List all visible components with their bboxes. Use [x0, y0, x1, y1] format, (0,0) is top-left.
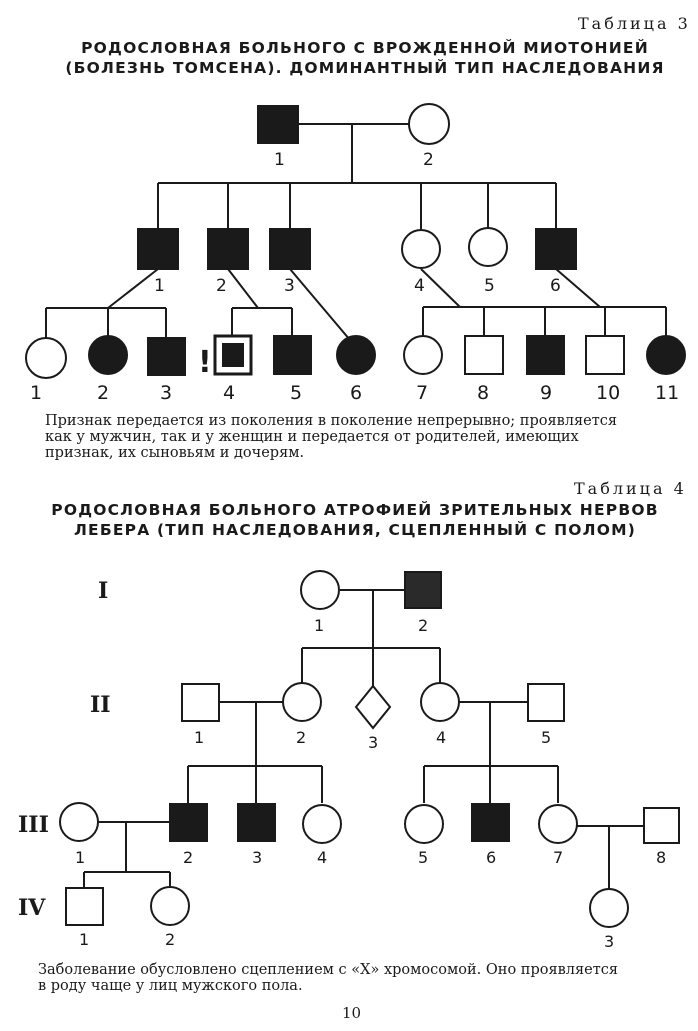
t3-label-III8: 8 — [477, 382, 489, 404]
t3-II1-affected-male — [137, 228, 179, 270]
t3-label-II5: 5 — [484, 276, 495, 296]
t4-IV3-female — [589, 888, 629, 928]
t3-label-I2: 2 — [423, 150, 434, 170]
t3-label-III5: 5 — [290, 382, 302, 404]
t3-III7-unaffected-female — [403, 335, 443, 375]
t3-III9-affected-male — [526, 335, 565, 375]
t4-III6-affected-male — [471, 803, 510, 842]
t4-IV2-female — [150, 886, 190, 926]
table4-title-line1: РОДОСЛОВНАЯ БОЛЬНОГО АТРОФИЕЙ ЗРИТЕЛЬНЫХ… — [51, 501, 659, 519]
t4-label-III8: 8 — [656, 848, 666, 867]
t3-label-III11: 11 — [655, 382, 679, 404]
t3-label-III4: 4 — [223, 382, 235, 404]
table4-title-line2: ЛЕБЕРА (ТИП НАСЛЕДОВАНИЯ, СЦЕПЛЕННЫЙ С П… — [73, 521, 636, 539]
t3-II6-affected-male — [535, 228, 577, 270]
t4-label-III7: 7 — [553, 848, 563, 867]
t3-label-I1: 1 — [274, 150, 285, 170]
t4-III7-female — [538, 804, 578, 844]
t3-III5-affected-male — [273, 335, 312, 375]
t4-label-II2: 2 — [296, 728, 306, 747]
t4-label-IV3: 3 — [604, 932, 614, 951]
generation-III-label: III — [18, 812, 49, 838]
t4-label-IV1: 1 — [79, 930, 89, 949]
t3-label-III7: 7 — [416, 382, 428, 404]
t3-label-II4: 4 — [414, 276, 425, 296]
t4-label-II4: 4 — [436, 728, 446, 747]
t3-I2-unaffected-female — [408, 103, 450, 145]
t4-label-I2: 2 — [418, 616, 428, 635]
table3-title-line1: РОДОСЛОВНАЯ БОЛЬНОГО С ВРОЖДЕННОЙ МИОТОН… — [81, 39, 649, 57]
t3-proband-mark: ! — [198, 345, 212, 380]
t4-IV1-male — [65, 887, 104, 926]
t4-label-III4: 4 — [317, 848, 327, 867]
t4-III3-affected-male — [237, 803, 276, 842]
t4-I1-female — [300, 570, 340, 610]
t4-III4-female — [302, 804, 342, 844]
table3-title: РОДОСЛОВНАЯ БОЛЬНОГО С ВРОЖДЕННОЙ МИОТОН… — [40, 38, 690, 78]
t3-label-II1: 1 — [154, 276, 165, 296]
generation-II-label: II — [90, 692, 111, 718]
table4-caption-line1: Заболевание обусловлено сцеплением с «X»… — [38, 962, 618, 978]
t3-III1-unaffected-female — [25, 337, 67, 379]
t3-II5-unaffected-female — [468, 227, 508, 267]
t3-III11-affected-female — [646, 335, 686, 375]
t3-label-III6: 6 — [350, 382, 362, 404]
table3-caption-line1: Признак передается из поколения в поколе… — [45, 413, 618, 429]
page-number: 10 — [342, 1004, 362, 1022]
table3-caption-line3: признак, их сыновьям и дочерям. — [45, 445, 305, 461]
t3-II4-unaffected-female — [401, 229, 441, 269]
t3-label-II6: 6 — [550, 276, 561, 296]
t3-label-III3: 3 — [160, 382, 172, 404]
t4-label-III1: 1 — [75, 848, 85, 867]
t4-label-II1: 1 — [194, 728, 204, 747]
t4-III8-male — [643, 807, 680, 844]
t3-III3-affected-male — [147, 337, 186, 376]
t3-label-III1: 1 — [30, 382, 42, 404]
t4-II2-female — [282, 682, 322, 722]
table3-label: Таблица 3 — [578, 14, 691, 33]
t3-II3-affected-male — [269, 228, 311, 270]
table3-caption: Признак передается из поколения в поколе… — [45, 413, 687, 461]
t3-II2-affected-male — [207, 228, 249, 270]
t3-III4-proband-male — [213, 334, 253, 376]
t3-label-III10: 10 — [596, 382, 620, 404]
t4-II5-male — [527, 683, 565, 722]
table4-caption-line2: в роду чаще у лиц мужского пола. — [38, 978, 303, 994]
t4-label-III5: 5 — [418, 848, 428, 867]
t4-II1-male — [181, 683, 220, 722]
t4-II3-unknown-sex — [354, 684, 392, 730]
t4-I2-affected-male — [404, 571, 442, 609]
t3-label-II3: 3 — [284, 276, 295, 296]
t4-II4-female — [420, 682, 460, 722]
table4-title: РОДОСЛОВНАЯ БОЛЬНОГО АТРОФИЕЙ ЗРИТЕЛЬНЫХ… — [20, 500, 690, 540]
t3-III6-affected-female — [336, 335, 376, 375]
t4-label-III3: 3 — [252, 848, 262, 867]
t4-III2-affected-male — [169, 803, 208, 842]
t4-III1-female — [59, 802, 99, 842]
t4-label-IV2: 2 — [165, 930, 175, 949]
t3-label-III2: 2 — [97, 382, 109, 404]
table3-title-line2: (БОЛЕЗНЬ ТОМСЕНА). ДОМИНАНТНЫЙ ТИП НАСЛЕ… — [65, 59, 665, 77]
generation-IV-label: IV — [18, 895, 46, 921]
table4-caption: Заболевание обусловлено сцеплением с «X»… — [38, 962, 688, 994]
t4-label-II5: 5 — [541, 728, 551, 747]
table3-caption-line2: как у мужчин, так и у женщин и передаетс… — [45, 429, 579, 445]
t4-label-III2: 2 — [183, 848, 193, 867]
t3-I1-affected-male — [257, 105, 299, 144]
t3-III8-unaffected-male — [464, 335, 504, 375]
t3-III10-unaffected-male — [585, 335, 625, 375]
t3-III2-affected-female — [88, 335, 128, 375]
t4-label-III6: 6 — [486, 848, 496, 867]
t4-label-II3: 3 — [368, 733, 378, 752]
t3-label-II2: 2 — [216, 276, 227, 296]
t3-label-III9: 9 — [540, 382, 552, 404]
generation-I-label: I — [98, 578, 109, 604]
t4-III5-female — [404, 804, 444, 844]
t4-label-I1: 1 — [314, 616, 324, 635]
table4-label: Таблица 4 — [574, 479, 687, 498]
